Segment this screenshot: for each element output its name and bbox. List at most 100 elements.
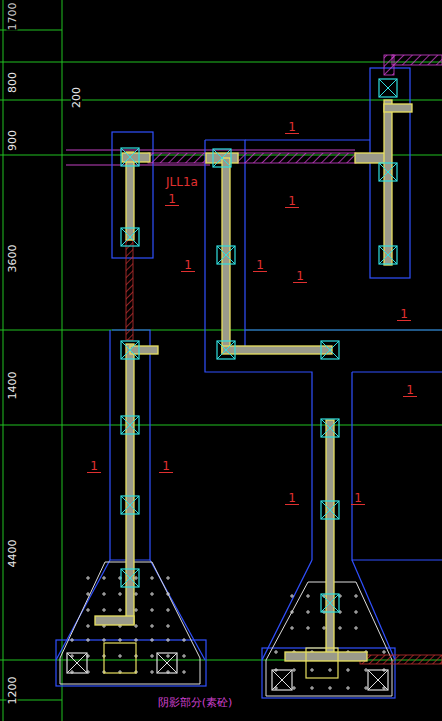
fill-mark	[150, 608, 154, 612]
fill-mark	[306, 626, 310, 630]
column	[321, 341, 339, 359]
dimension: 1400	[7, 371, 18, 399]
column	[67, 79, 397, 690]
fill-mark	[328, 668, 332, 672]
fill-mark	[292, 668, 296, 672]
fill-mark	[166, 592, 170, 596]
fill-mark	[134, 638, 138, 642]
column	[121, 341, 139, 359]
dimension: 900	[7, 130, 18, 151]
column	[217, 246, 235, 264]
fill-mark	[150, 654, 154, 658]
section-mark: 1	[285, 492, 299, 505]
section-mark: 1	[159, 460, 173, 473]
fill-mark	[338, 626, 342, 630]
pile-cross	[368, 670, 388, 690]
column-cross	[379, 163, 397, 181]
fill-mark	[102, 638, 106, 642]
column-cross	[321, 501, 339, 519]
column-cross	[121, 416, 139, 434]
fill-mark	[354, 610, 358, 614]
column-cross	[121, 341, 139, 359]
fill-mark	[118, 608, 122, 612]
dimension: 800	[7, 72, 18, 93]
section-mark: 1	[285, 195, 299, 208]
column-cross	[321, 341, 339, 359]
fill-mark	[166, 654, 170, 658]
fill-mark	[354, 626, 358, 630]
fill-mark	[118, 654, 122, 658]
fill-mark	[292, 686, 296, 690]
fill-mark	[290, 594, 294, 598]
fill-mark	[86, 608, 90, 612]
dimension: 1700	[7, 2, 18, 30]
section-mark: 1	[165, 193, 179, 206]
fill-mark	[150, 670, 154, 674]
fill-mark	[166, 576, 170, 580]
fill-mark	[150, 624, 154, 628]
fill-mark	[166, 624, 170, 628]
beam-label: JLL1a	[166, 176, 198, 188]
fill-mark	[382, 650, 386, 654]
column-cross	[121, 496, 139, 514]
column-cross	[379, 246, 397, 264]
note: 阴影部分(素砼)	[158, 697, 233, 708]
pile	[157, 653, 177, 673]
fill-mark	[346, 668, 350, 672]
column-cross	[217, 246, 235, 264]
dimension: 3600	[7, 244, 18, 272]
fill-mark	[86, 576, 90, 580]
column-cross	[379, 79, 397, 97]
fill-mark	[166, 608, 170, 612]
section-mark: 1	[397, 308, 411, 321]
fill-mark	[102, 608, 106, 612]
fill-mark	[166, 638, 170, 642]
column	[217, 341, 235, 359]
dimension: 200	[71, 87, 82, 108]
section-mark: 1	[253, 259, 267, 272]
pile	[67, 653, 87, 673]
column-cross	[213, 149, 231, 167]
fill-mark	[150, 592, 154, 596]
fill-mark	[354, 594, 358, 598]
fill-mark	[306, 594, 310, 598]
section-mark: 1	[87, 460, 101, 473]
fill-mark	[290, 626, 294, 630]
fill-mark	[118, 638, 122, 642]
foundation-outline	[56, 68, 442, 698]
fill-mark	[364, 668, 368, 672]
wall	[95, 100, 412, 661]
column-cross	[121, 569, 139, 587]
column	[321, 419, 339, 437]
column-cross	[321, 594, 339, 612]
fill-mark	[102, 592, 106, 596]
section-mark: 1	[181, 259, 195, 272]
section-mark: 1	[293, 270, 307, 283]
section-mark: 1	[285, 121, 299, 134]
fill-mark	[86, 638, 90, 642]
column-cross	[217, 341, 235, 359]
pile-cross	[272, 670, 292, 690]
fill-mark	[182, 670, 186, 674]
column-cross	[121, 228, 139, 246]
column	[121, 228, 139, 246]
section-mark: 1	[351, 492, 365, 505]
fill-mark	[328, 686, 332, 690]
fill-mark	[290, 610, 294, 614]
column	[379, 79, 397, 97]
fill-mark	[86, 592, 90, 596]
column	[321, 594, 339, 612]
fill-mark	[346, 686, 350, 690]
column	[121, 496, 139, 514]
fill-mark	[364, 686, 368, 690]
pile-cross	[67, 653, 87, 673]
fill-mark	[310, 686, 314, 690]
column	[121, 148, 139, 166]
column	[121, 416, 139, 434]
fill-mark	[70, 638, 74, 642]
footing-fill	[70, 576, 386, 690]
fill-mark	[118, 592, 122, 596]
dimension: 4400	[7, 539, 18, 567]
